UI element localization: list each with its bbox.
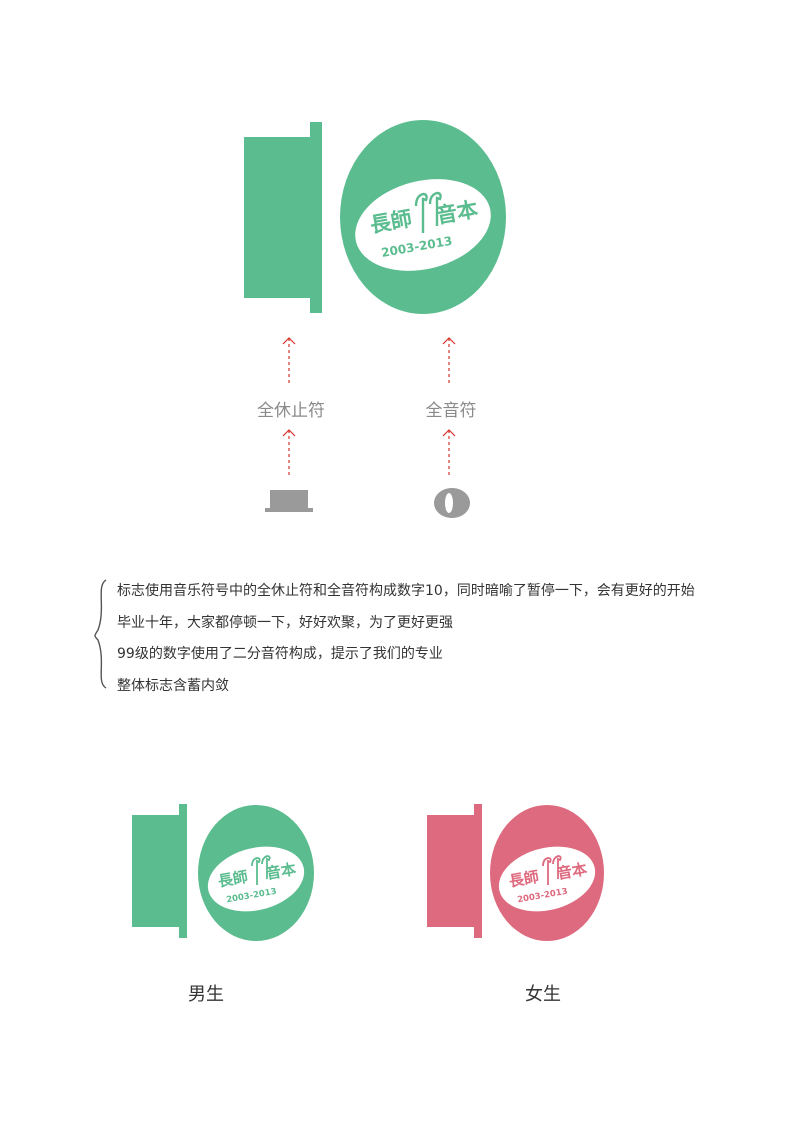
logo-male-rest-block <box>132 815 183 927</box>
logo-rest-block <box>244 137 314 298</box>
female-label: 女生 <box>525 984 561 1005</box>
logo-note-icon <box>414 191 442 233</box>
logo-male-rest-bar <box>179 804 187 938</box>
logo-female-inner-oval <box>498 846 596 912</box>
logo-male-name-left: 長師 <box>217 868 250 891</box>
logo-female-name-right: 音本 <box>556 860 589 883</box>
brace-icon <box>94 579 107 689</box>
male-label: 男生 <box>188 984 224 1005</box>
arrow-note-upper <box>442 337 456 386</box>
arrow-rest-upper <box>282 337 296 386</box>
description-line-3: 99级的数字使用了二分音符构成，提示了我们的专业 <box>117 646 443 662</box>
arrow-rest-lower <box>282 429 296 478</box>
arrow-note-lower <box>442 429 456 478</box>
logo-male: 長師 音本 2003-2013 <box>132 804 314 941</box>
description-line-4: 整体标志含蓄内敛 <box>117 678 229 694</box>
logo-male-note-icon <box>251 855 271 885</box>
whole-note-icon <box>434 488 471 518</box>
note-label: 全音符 <box>425 401 477 421</box>
logo-female-rest-bar <box>474 804 482 938</box>
main-logo: 長師 音本 2003-2013 <box>244 120 506 314</box>
logo-female-rest-block <box>427 815 478 927</box>
whole-rest-icon <box>265 490 313 512</box>
rest-label: 全休止符 <box>257 401 325 421</box>
logo-female-note-icon <box>542 855 562 885</box>
logo-rest-bar <box>310 122 322 313</box>
logo-male-inner-oval <box>207 846 305 912</box>
description-line-2: 毕业十年，大家都停顿一下，好好欢聚，为了更好更强 <box>117 615 453 631</box>
logo-female: 長師 音本 2003-2013 <box>427 804 604 941</box>
logo-female-name-left: 長師 <box>508 868 541 891</box>
logo-male-name-right: 音本 <box>265 860 298 883</box>
description-line-1: 标志使用音乐符号中的全休止符和全音符构成数字10，同时暗喻了暂停一下，会有更好的… <box>117 583 695 599</box>
